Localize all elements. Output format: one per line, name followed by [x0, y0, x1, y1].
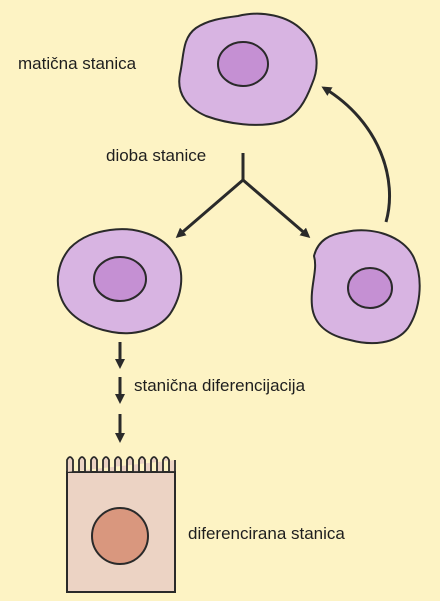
stem-cell-nucleus: [218, 42, 268, 86]
differentiated-cell: [67, 457, 175, 592]
stem-cell: [179, 14, 316, 125]
label-differentiation: stanična diferencijacija: [134, 376, 305, 396]
arrow-to-right-daughter: [243, 180, 308, 236]
label-stem-cell: matična stanica: [18, 54, 136, 74]
left-daughter-nucleus: [94, 257, 146, 301]
right-daughter-cell: [312, 230, 420, 343]
label-differentiated-cell: diferencirana stanica: [188, 524, 345, 544]
label-cell-division: dioba stanice: [106, 146, 206, 166]
self-renewal-arrow: [324, 88, 390, 222]
differentiated-cell-nucleus: [92, 508, 148, 564]
microvilli: [67, 457, 175, 472]
right-daughter-nucleus: [348, 268, 392, 308]
left-daughter-cell: [58, 229, 181, 333]
arrow-to-left-daughter: [178, 180, 243, 236]
